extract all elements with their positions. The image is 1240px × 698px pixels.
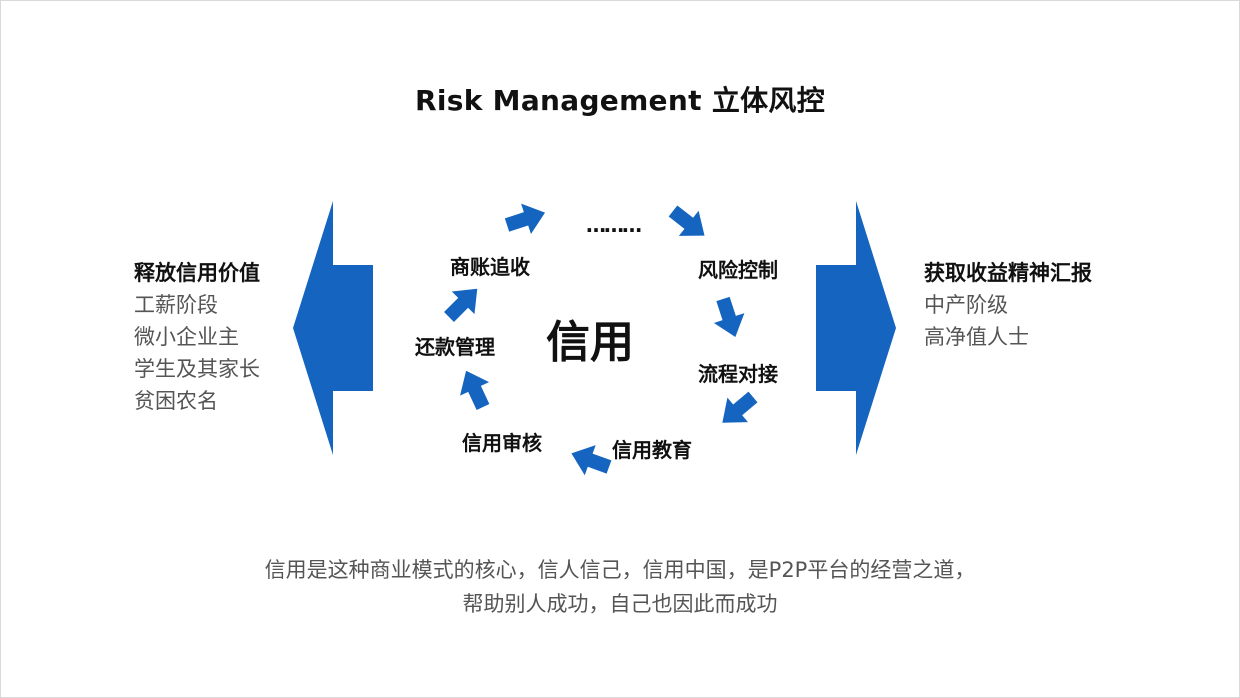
cycle-arrow-icon [712, 384, 764, 435]
caption-line-1: 信用是这种商业模式的核心，信人信己，信用中国，是P2P平台的经营之道， [264, 558, 976, 582]
left-big-arrow-icon [293, 201, 373, 455]
stage-bottom-right: 信用教育 [612, 438, 692, 462]
cycle-arrow-icon [663, 198, 715, 249]
stage-top-ellipsis: ……… [586, 213, 642, 237]
page-title: Risk Management 立体风控 [414, 84, 826, 117]
cycle-arrow-icon [565, 438, 615, 483]
left-line: 学生及其家长 [134, 357, 260, 381]
right-target-group: 获取收益精神汇报 中产阶级 高净值人士 [924, 257, 1092, 353]
cycle-arrow-icon [707, 294, 751, 342]
cycle-arrow-icon [451, 363, 498, 414]
center-label: 信用 [546, 317, 634, 368]
stage-right: 流程对接 [698, 362, 778, 386]
right-big-arrow-icon [816, 201, 896, 455]
left-line: 微小企业主 [134, 325, 239, 349]
stage-left: 还款管理 [415, 335, 495, 359]
right-line: 高净值人士 [924, 325, 1029, 349]
left-line: 工薪阶段 [134, 293, 218, 317]
stage-top-left: 商账追收 [450, 255, 530, 279]
stage-bottom-left: 信用审核 [462, 431, 542, 455]
stage-top-right: 风险控制 [698, 258, 778, 282]
cycle-arrow-icon [437, 277, 489, 329]
left-line: 贫困农名 [134, 389, 218, 413]
cycle-arrow-icon [502, 197, 550, 241]
right-heading: 获取收益精神汇报 [924, 261, 1092, 285]
right-line: 中产阶级 [924, 293, 1008, 317]
caption-line-2: 帮助别人成功，自己也因此而成功 [462, 592, 778, 616]
left-heading: 释放信用价值 [134, 261, 260, 285]
left-target-group: 释放信用价值 工薪阶段 微小企业主 学生及其家长 贫困农名 [134, 257, 260, 417]
